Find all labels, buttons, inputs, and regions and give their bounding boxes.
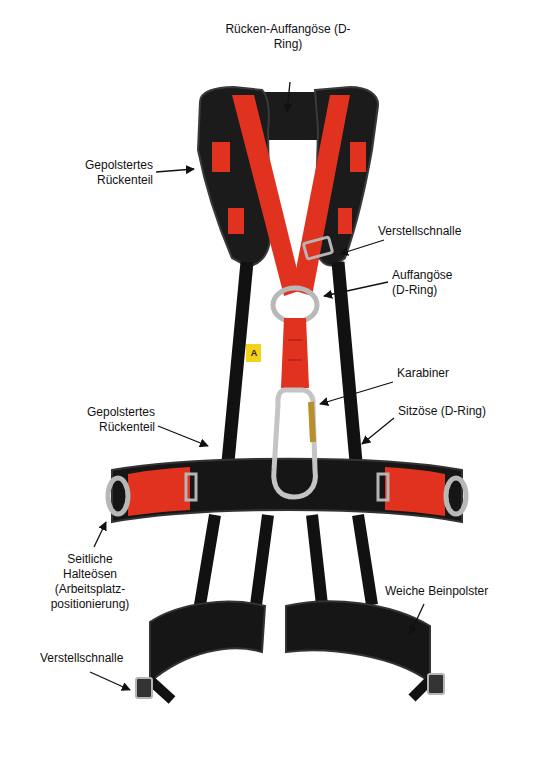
- callout-label: Rücken-Auffangöse (D-Ring): [218, 22, 358, 52]
- belt-red-panel: [385, 467, 445, 516]
- leg-buckle: [428, 674, 444, 694]
- waist-belt: [112, 459, 462, 522]
- leader-line: [340, 240, 384, 254]
- red-shoulder-strap: [232, 95, 302, 296]
- callout-label: Karabiner: [397, 366, 497, 381]
- leader-line: [410, 604, 424, 634]
- callout-label: Verstellschnalle: [40, 651, 160, 666]
- leg-buckle: [136, 678, 152, 698]
- pad-red-patch: [228, 208, 244, 234]
- stitching: [288, 340, 302, 341]
- leg-strap: [312, 515, 322, 605]
- side-d-ring: [446, 478, 466, 514]
- callout-label: Gepolstertes Rückenteil: [70, 405, 155, 435]
- left-leg-pad: [150, 602, 265, 682]
- leader-line: [362, 418, 394, 444]
- callout-label: Sitzöse (D-Ring): [398, 404, 528, 419]
- torso-strap: [228, 262, 247, 462]
- leg-strap: [256, 515, 268, 605]
- tag-letter: A: [247, 348, 261, 358]
- leader-line: [158, 426, 208, 446]
- red-chest-strap: [281, 318, 309, 388]
- leg-strap: [200, 515, 215, 605]
- pad-red-patch: [350, 142, 366, 172]
- belt-buckle: [378, 474, 388, 500]
- leg-strap-end: [150, 680, 172, 700]
- leader-line: [324, 282, 388, 296]
- leader-line: [156, 169, 194, 172]
- pad-red-patch: [212, 142, 230, 172]
- pad-red-patch: [338, 208, 352, 234]
- chest-d-ring: [273, 288, 317, 322]
- right-leg-pad: [286, 601, 430, 682]
- leader-line: [94, 522, 106, 547]
- callout-label: Weiche Beinpolster: [385, 584, 525, 599]
- leader-line: [287, 82, 290, 112]
- callout-label: Gepolstertes Rückenteil: [68, 158, 153, 188]
- leader-line: [320, 382, 393, 404]
- stitching: [288, 360, 302, 361]
- callout-label: Verstellschnalle: [378, 224, 498, 239]
- belt-red-panel: [128, 467, 190, 516]
- leader-line: [90, 672, 130, 690]
- adjuster-buckle: [303, 237, 332, 259]
- carabiner: [274, 390, 316, 497]
- belt-buckle: [186, 474, 196, 500]
- side-d-ring: [108, 478, 128, 514]
- callout-label: Auffangöse (D-Ring): [392, 268, 472, 298]
- callout-label: Seitliche Halteösen (Arbeitsplatz- posit…: [40, 552, 140, 612]
- carabiner-gate: [311, 402, 313, 442]
- leg-strap: [358, 515, 372, 605]
- yellow-tag: [246, 344, 261, 362]
- red-shoulder-strap: [292, 95, 350, 296]
